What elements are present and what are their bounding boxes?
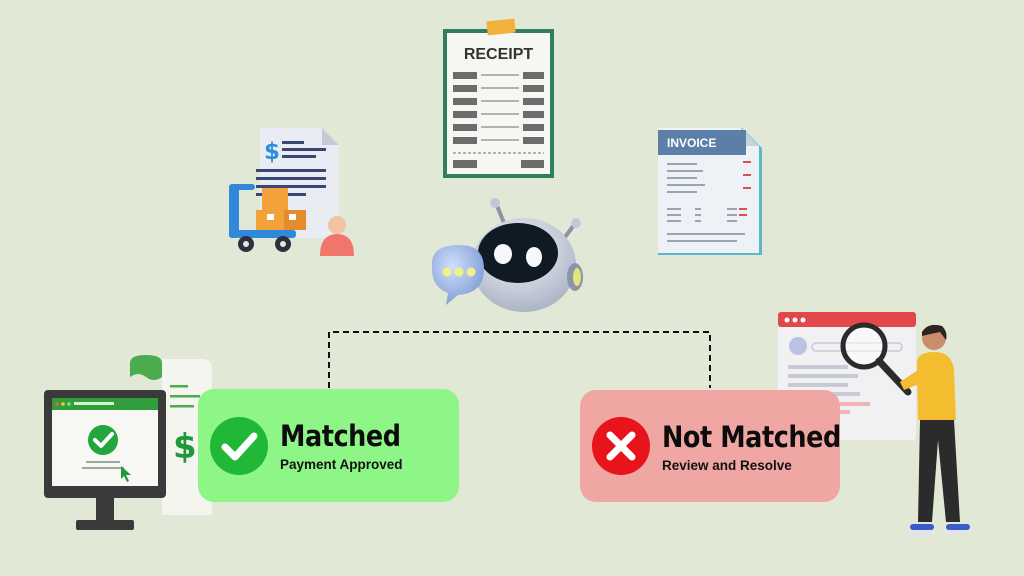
matched-result-card: Matched Payment Approved xyxy=(198,389,459,502)
receipt-document: RECEIPT xyxy=(441,17,556,180)
matched-subtitle: Payment Approved xyxy=(280,457,403,472)
check-circle-icon xyxy=(210,416,268,475)
not-matched-title: Not Matched xyxy=(662,419,841,454)
x-circle-icon xyxy=(592,417,650,475)
shipping-cost-document: $ xyxy=(226,126,358,258)
invoice-document: INVOICE xyxy=(655,125,765,258)
not-matched-subtitle: Review and Resolve xyxy=(662,457,792,473)
dollar-icon: $ xyxy=(264,139,280,165)
invoice-title: INVOICE xyxy=(667,136,716,150)
approved-payment-monitor: $ xyxy=(42,355,217,537)
not-matched-result-card: Not Matched Review and Resolve xyxy=(580,390,841,502)
matched-title: Matched xyxy=(280,419,401,453)
ai-robot-assistant xyxy=(426,197,591,321)
dollar-icon: $ xyxy=(173,427,197,467)
receipt-title: RECEIPT xyxy=(464,46,534,63)
